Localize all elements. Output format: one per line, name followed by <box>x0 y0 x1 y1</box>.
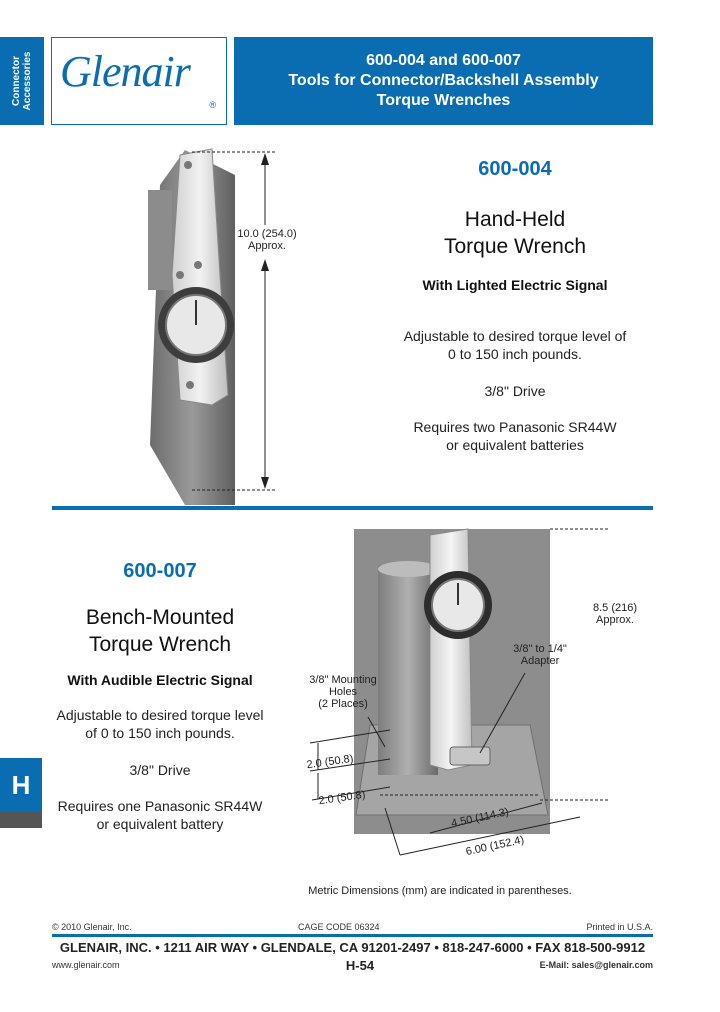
battery-007-line1: Requires one Panasonic SR44W <box>57 798 263 814</box>
holes-line2: Holes <box>328 686 358 698</box>
drive-600-004: 3/8" Drive <box>484 383 546 399</box>
section-side-tab: Connector Accessories <box>0 37 44 125</box>
logo-registered-mark: ® <box>209 100 216 110</box>
title-007-line2: Torque Wrench <box>88 633 232 656</box>
page-header: 600-004 and 600-007 Tools for Connector/… <box>234 37 653 125</box>
battery-004-line2: or equivalent batteries <box>446 437 584 453</box>
dim-004-line2: Approx. <box>248 240 286 252</box>
title-007-line1: Bench-Mounted <box>85 606 235 629</box>
description-600-007: Adjustable to desired torque level of 0 … <box>25 706 295 742</box>
subtitle-600-004: With Lighted Electric Signal <box>422 277 608 293</box>
copyright: © 2010 Glenair, Inc. <box>52 922 132 932</box>
dim-004-line1: 10.0 (254.0) <box>237 228 297 240</box>
footer-rule <box>52 934 653 937</box>
battery-004-line1: Requires two Panasonic SR44W <box>413 419 617 435</box>
height-dimension-004: 10.0 (254.0) Approx. <box>222 228 312 252</box>
printed-in: Printed in U.S.A. <box>586 922 653 932</box>
desc-004-line2: 0 to 150 inch pounds. <box>448 346 582 362</box>
desc-007-line1: Adjustable to desired torque level <box>56 707 264 723</box>
subtitle-600-007: With Audible Electric Signal <box>67 672 253 688</box>
title-004-line1: Hand-Held <box>464 208 566 231</box>
height-dimension-007: 8.5 (216) Approx. <box>575 602 655 626</box>
section-divider <box>52 506 653 510</box>
header-line2: Tools for Connector/Backshell Assembly <box>288 72 599 89</box>
adapter-line1: 3/8" to 1/4" <box>513 643 567 655</box>
adapter-label: 3/8" to 1/4" Adapter <box>500 643 580 667</box>
bench-mounted-wrench-photo <box>309 528 610 856</box>
logo-text: Glenair <box>60 47 191 96</box>
battery-600-007: Requires one Panasonic SR44W or equivale… <box>25 797 295 833</box>
adapter-line2: Adapter <box>520 655 560 667</box>
title-600-007: Bench-Mounted Torque Wrench <box>25 604 295 658</box>
model-600-004: 600-004 <box>478 158 552 180</box>
hand-held-wrench-photo <box>148 148 275 505</box>
drive-600-007: 3/8" Drive <box>129 762 191 778</box>
page-number: H-54 <box>345 958 375 973</box>
title-004-line2: Torque Wrench <box>443 235 587 258</box>
desc-004-line1: Adjustable to desired torque level of <box>403 328 627 344</box>
glenair-logo: Glenair ® <box>51 37 227 125</box>
header-line1: 600-004 and 600-007 <box>366 52 521 69</box>
dim-007-line2: Approx. <box>596 614 634 626</box>
metric-note: Metric Dimensions (mm) are indicated in … <box>308 885 572 897</box>
battery-600-004: Requires two Panasonic SR44W or equivale… <box>380 418 650 454</box>
mounting-holes-label: 3/8" Mounting Holes (2 Places) <box>298 674 388 710</box>
section-tab-h: H <box>0 758 42 812</box>
cage-code: CAGE CODE 06324 <box>298 922 380 932</box>
side-tab-line1: Connector <box>11 56 22 106</box>
desc-007-line2: of 0 to 150 inch pounds. <box>85 725 235 741</box>
model-600-007: 600-007 <box>123 560 197 582</box>
website-link[interactable]: www.glenair.com <box>52 960 120 970</box>
holes-line3: (2 Places) <box>318 698 368 710</box>
holes-line1: 3/8" Mounting <box>309 674 377 686</box>
dim-007-line1: 8.5 (216) <box>592 602 638 614</box>
title-600-004: Hand-Held Torque Wrench <box>380 206 650 260</box>
description-600-004: Adjustable to desired torque level of 0 … <box>380 327 650 363</box>
header-line3: Torque Wrenches <box>376 92 511 109</box>
company-address: GLENAIR, INC. • 1211 AIR WAY • GLENDALE,… <box>59 940 646 955</box>
section-tab-underline <box>0 812 42 828</box>
email-link[interactable]: E-Mail: sales@glenair.com <box>539 960 653 970</box>
side-tab-line2: Accessories <box>22 51 33 111</box>
battery-007-line2: or equivalent battery <box>96 816 224 832</box>
